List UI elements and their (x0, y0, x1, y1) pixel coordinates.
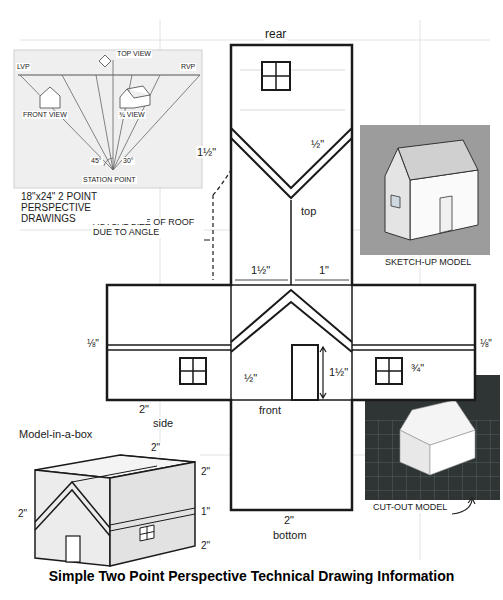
annotation-label: TOP VIEW (116, 50, 152, 58)
annotation-label: bottom (272, 529, 308, 541)
annotation-label: ¾ VIEW (118, 111, 146, 119)
sketch-paper (14, 50, 202, 188)
window-muntins (180, 358, 206, 384)
annotation-label: 1" (318, 264, 330, 276)
top-view-symbol (99, 55, 111, 67)
annotation-label: Model-in-a-box (18, 428, 93, 440)
annotation-label: ⅛" (86, 338, 100, 349)
model-window (391, 195, 400, 208)
annotation-label: 2" (200, 466, 211, 477)
net-outline (107, 45, 475, 510)
three-quarter-house (120, 86, 150, 108)
box-ridge (72, 455, 195, 482)
annotation-label: ⅛" (479, 338, 493, 349)
annotation-label: ½" (243, 372, 258, 384)
dimension-lines (235, 280, 349, 281)
render-ground (360, 125, 490, 255)
annotation-label: ¾" (410, 362, 425, 374)
roof-angle-guide (213, 170, 231, 280)
front-door (292, 345, 318, 400)
leader-line (204, 240, 210, 241)
annotation-label: side (152, 417, 174, 429)
annotation-label: 2" (17, 508, 28, 519)
box-window (140, 525, 154, 541)
annotation-label: top (300, 205, 317, 217)
projection-lines (20, 60, 200, 170)
window-muntins (262, 62, 290, 90)
rear-guides (240, 70, 345, 110)
house-net (107, 45, 475, 510)
rear-window (262, 62, 290, 90)
annotation-label: FRONT VIEW (22, 111, 68, 119)
annotation-label: 18"x24" 2 POINT PERSPECTIVE DRAWINGS (20, 191, 147, 224)
annotation-label: 2" (200, 540, 211, 551)
window-muntins (376, 358, 402, 384)
fold-lines (231, 200, 352, 400)
annotation-label: rear (264, 28, 287, 41)
horizon-line (18, 75, 200, 76)
cutout-roof (400, 400, 475, 445)
box-front (35, 470, 110, 566)
box-side (110, 462, 195, 566)
annotation-label: LVP (16, 63, 31, 71)
annotation-label: 1½" (328, 366, 349, 378)
annotation-label: 1½" (196, 146, 217, 158)
sketchup-model (360, 125, 490, 255)
door-height-arrow (320, 347, 326, 398)
rear-roof-edge (231, 128, 352, 198)
box-gable (35, 482, 110, 536)
front-gable (231, 290, 352, 352)
annotation-label: 1" (200, 506, 211, 517)
side-window (376, 358, 402, 384)
annotation-label: RVP (180, 63, 196, 71)
annotation-label: ½" (310, 138, 325, 150)
annotation-label: CUT-OUT MODEL (372, 503, 448, 513)
model-side-wall (410, 170, 478, 240)
annotation-label: 45° (90, 157, 103, 165)
annotation-label: 30° (122, 157, 135, 165)
annotation-label: SKETCH-UP MODEL (384, 258, 472, 268)
perspective-sketch (14, 50, 202, 188)
annotation-label: STATION POINT (82, 176, 137, 184)
angle-arc (104, 158, 113, 166)
front-view-house (40, 87, 60, 108)
side-window (180, 358, 206, 384)
annotation-label: 2" (138, 403, 150, 415)
annotation-label: 2" (283, 514, 295, 526)
model-door (440, 196, 452, 233)
annotation-label: 2" (150, 442, 161, 453)
box-door (66, 536, 80, 562)
annotation-label: front (258, 404, 282, 416)
pointer-arrow-head (468, 498, 475, 504)
page-title: Simple Two Point Perspective Technical D… (0, 568, 503, 585)
model-in-a-box (35, 455, 195, 566)
model-roof (398, 140, 478, 180)
annotation-label: 1½" (250, 264, 271, 276)
